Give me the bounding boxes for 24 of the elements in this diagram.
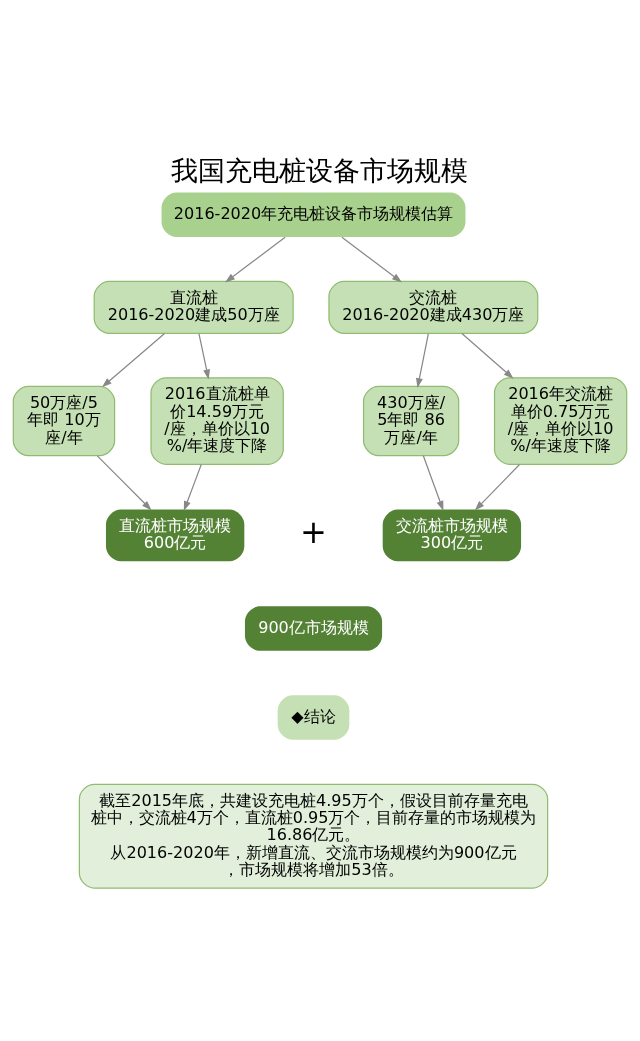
node-box: 直流桩 2016-2020建成50万座: [93, 280, 294, 334]
arrow: [101, 332, 166, 388]
node-box: ◆结论: [277, 695, 350, 740]
arrow: [422, 455, 444, 511]
diagram-title: 我国充电桩设备市场规模: [171, 154, 469, 186]
node-box: 430万座/5年即 86万座/年: [362, 385, 460, 457]
label: +: [300, 513, 327, 552]
arrow: [341, 236, 402, 283]
node-box: 50万座/5年即 10万座/年: [12, 385, 116, 457]
arrow: [96, 455, 152, 511]
arrow: [416, 333, 429, 389]
arrow: [474, 463, 521, 511]
node-box: 2016直流桩单价14.59万元/座，单价以10%/年速度下降: [150, 377, 284, 465]
arrow: [183, 463, 202, 512]
node-box: 截至2015年底，共建设充电桩4.95万个，假设目前存量充电桩中，交流桩4万个，直流桩0.95万个，目前存量的市场规模为16.86亿元。 从2016-2020年，新增直流、交流市场规模约为900亿元，市场规模将增加53倍。: [78, 783, 549, 889]
arrow: [225, 236, 286, 283]
arrow: [461, 332, 514, 379]
node-box: 2016-2020年充电桩设备市场规模估算: [161, 192, 466, 237]
node-box: 2016年交流桩单价0.75万元/座，单价以10%/年速度下降: [493, 377, 628, 465]
node-box: 交流桩 2016-2020建成430万座: [328, 280, 539, 334]
arrow: [198, 333, 210, 380]
node-box: 直流桩市场规模 600亿元: [105, 509, 245, 562]
node-box: 900亿市场规模: [244, 606, 383, 651]
node-box: 交流桩市场规模 300亿元: [382, 509, 522, 562]
